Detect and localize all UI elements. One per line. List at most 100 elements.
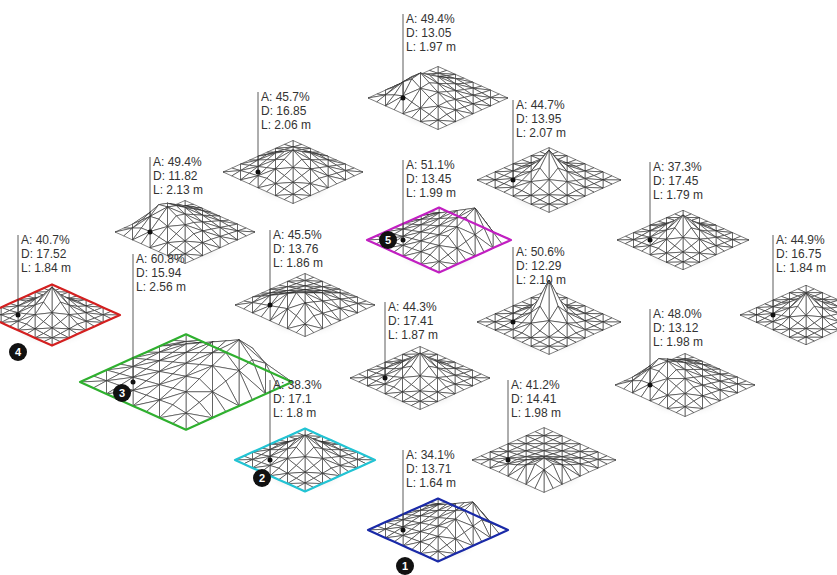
- mesh-face: [703, 364, 721, 369]
- mesh-face: [258, 153, 276, 160]
- mesh-face: [411, 401, 420, 409]
- mesh-face: [328, 176, 337, 188]
- mesh-highlight: [235, 429, 375, 492]
- mesh-face: [456, 79, 465, 84]
- mesh-highlight: [80, 334, 292, 429]
- mesh-face: [18, 299, 35, 306]
- mesh-face: [311, 148, 320, 152]
- mesh-face: [544, 470, 553, 493]
- mesh-face: [296, 324, 305, 336]
- mesh-face: [477, 176, 495, 180]
- mesh-face: [549, 189, 567, 196]
- mesh-face: [386, 82, 404, 95]
- mesh-face: [585, 330, 594, 339]
- mesh-face: [238, 231, 247, 240]
- mesh-face: [430, 213, 439, 219]
- mesh-surface: [367, 208, 511, 273]
- mesh-face: [394, 82, 403, 96]
- mesh-face: [18, 305, 35, 314]
- mesh-face: [385, 368, 403, 377]
- mesh-face: [683, 262, 691, 270]
- mesh-face: [394, 392, 403, 402]
- mesh-face: [249, 156, 258, 160]
- mesh-face: [284, 194, 293, 203]
- mesh-face: [456, 74, 465, 78]
- mesh-face: [412, 108, 421, 121]
- mesh-face: [765, 322, 773, 330]
- mesh-face: [52, 334, 69, 338]
- mesh-face: [323, 449, 332, 459]
- mesh-face: [685, 407, 694, 417]
- mesh-face: [305, 478, 323, 483]
- mesh-face: [642, 246, 650, 255]
- mesh-face: [350, 374, 368, 378]
- mesh-face: [473, 378, 482, 386]
- mesh-face: [448, 218, 457, 227]
- mesh-face: [199, 353, 212, 366]
- mesh-face: [438, 362, 456, 369]
- mesh-face: [203, 215, 212, 222]
- mesh-face: [429, 505, 438, 511]
- mesh-face: [491, 98, 500, 106]
- mesh-face: [403, 350, 421, 354]
- mesh-face: [650, 230, 667, 239]
- mesh-face: [549, 346, 558, 354]
- mesh-face: [508, 440, 526, 444]
- mesh-face: [531, 342, 549, 346]
- mesh-face: [438, 77, 456, 84]
- mesh-face: [359, 378, 368, 386]
- mesh-face: [540, 346, 549, 354]
- mesh-face: [624, 381, 633, 393]
- mesh-face: [358, 304, 367, 313]
- mesh-face: [517, 460, 526, 465]
- mesh-face: [567, 333, 585, 338]
- mesh-face: [173, 353, 186, 364]
- mesh-face: [438, 77, 447, 84]
- mesh-face: [544, 432, 562, 436]
- mesh-face: [305, 293, 323, 302]
- mesh-face: [740, 311, 757, 315]
- mesh-face: [700, 230, 717, 239]
- mesh-face: [438, 77, 456, 84]
- mesh-face: [438, 368, 447, 378]
- mesh-face: [703, 364, 712, 369]
- mesh-face: [790, 333, 807, 337]
- mesh-face: [683, 258, 700, 263]
- mesh-surface: [368, 499, 508, 562]
- mesh-face: [203, 215, 221, 221]
- mesh-face: [279, 449, 288, 459]
- mesh-face: [526, 440, 544, 444]
- mesh-face: [305, 293, 314, 303]
- mesh-face: [549, 204, 558, 212]
- mesh-face: [517, 465, 526, 484]
- mesh-face: [305, 324, 314, 336]
- mesh-face: [323, 449, 341, 458]
- mesh-face: [385, 362, 403, 369]
- mesh-face: [403, 397, 421, 402]
- mesh-surface: [477, 280, 621, 354]
- mesh-face: [186, 379, 213, 392]
- mesh-face: [531, 306, 549, 323]
- mesh-face: [185, 207, 194, 214]
- mesh-face: [562, 460, 571, 465]
- mesh-face: [69, 305, 86, 314]
- mesh-face: [624, 377, 633, 381]
- mesh-face: [567, 338, 576, 347]
- mesh-face: [806, 306, 823, 317]
- mesh-face: [376, 384, 385, 394]
- mesh-face: [69, 305, 78, 315]
- mesh-face: [806, 323, 823, 329]
- mesh-face: [420, 401, 429, 409]
- mesh-surface: [235, 274, 375, 337]
- mesh-face: [438, 392, 447, 402]
- mesh-surface: [223, 141, 363, 204]
- mesh-face: [323, 291, 332, 293]
- mesh-face: [438, 83, 456, 91]
- mesh-face: [562, 460, 580, 465]
- mesh-surface: [740, 285, 837, 344]
- mesh-face: [311, 153, 329, 160]
- mesh-face: [340, 308, 349, 320]
- mesh-face: [185, 254, 194, 264]
- mesh-face: [675, 262, 683, 270]
- mesh-surface: [350, 347, 490, 410]
